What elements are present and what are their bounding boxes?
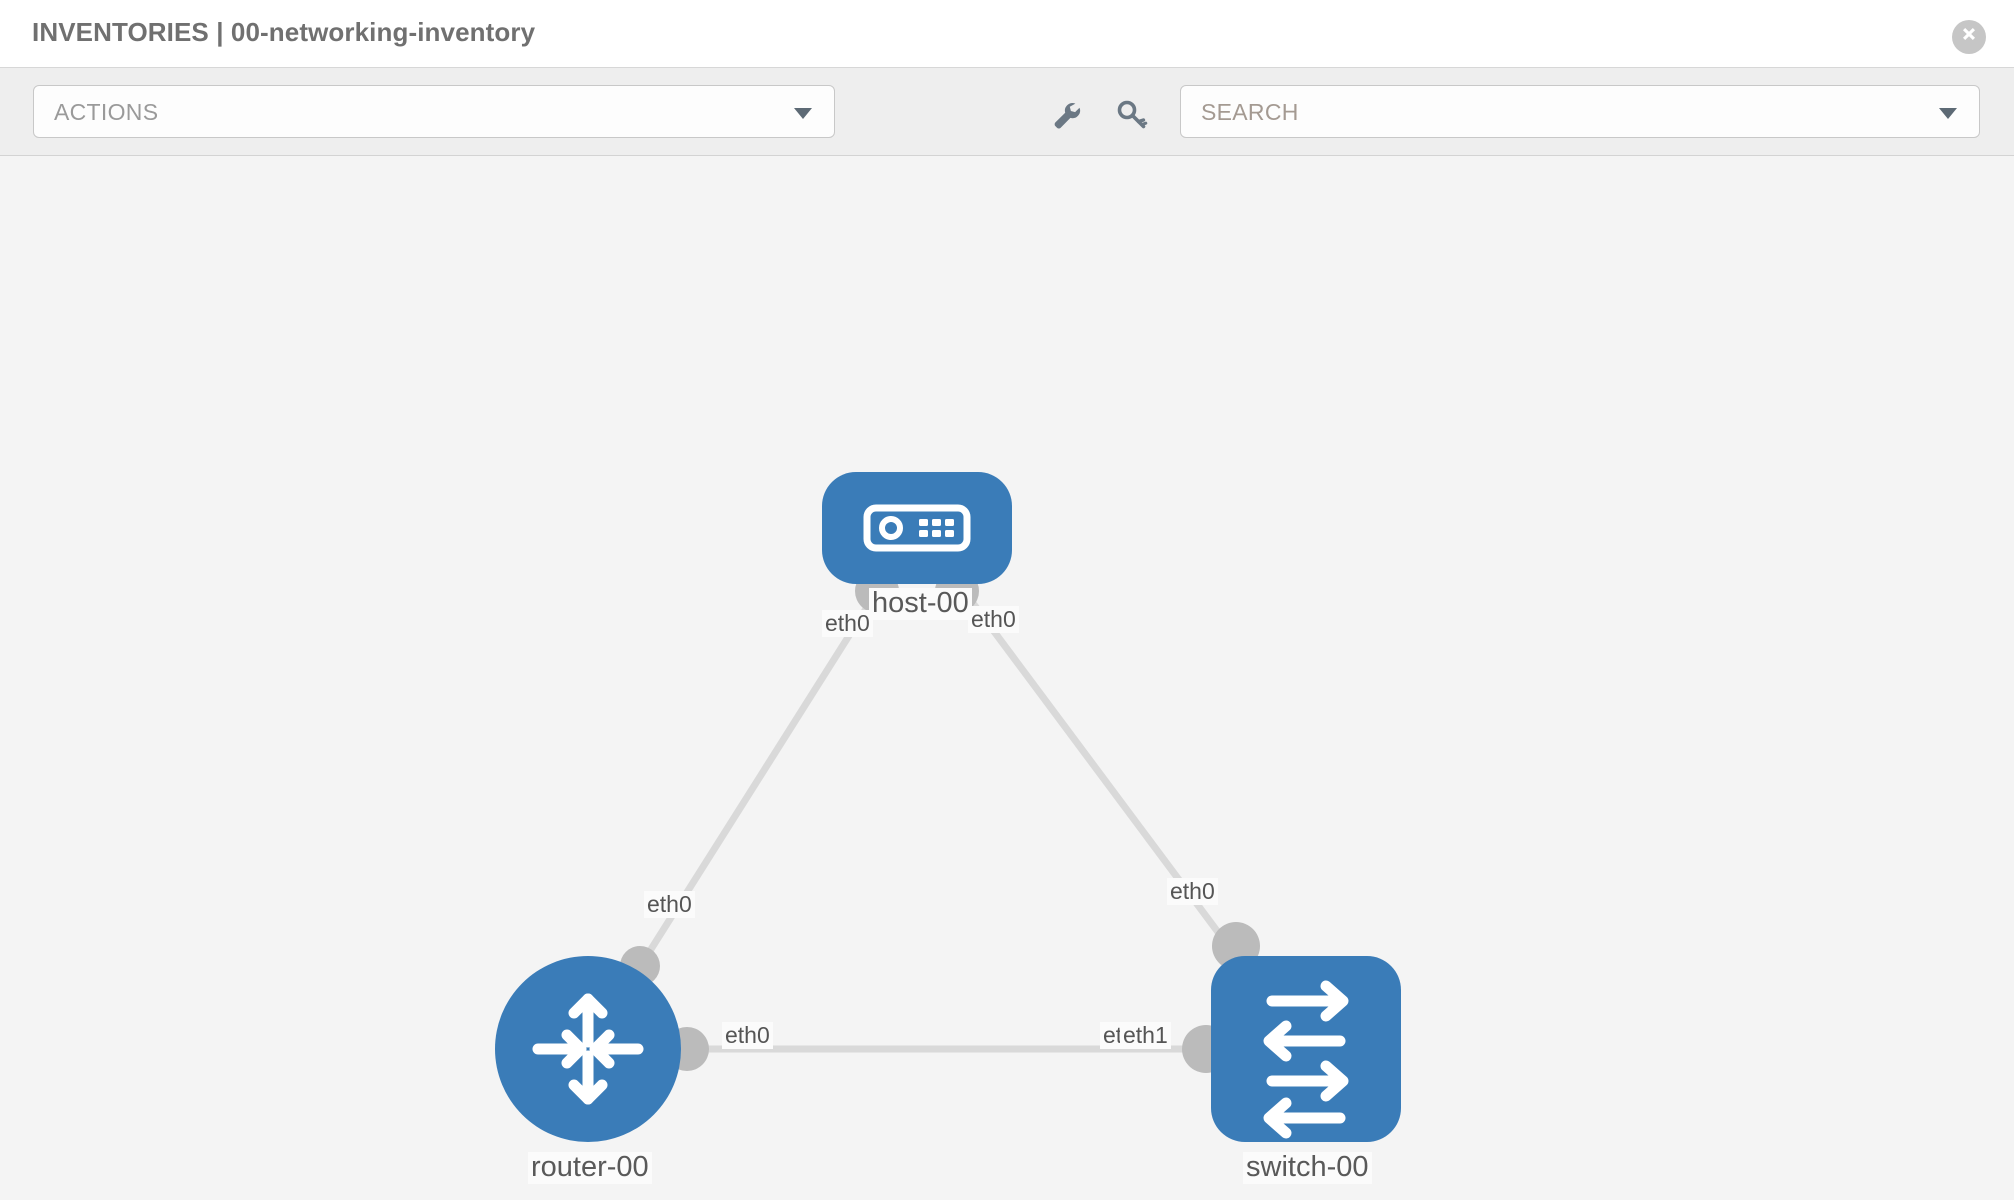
topology-canvas[interactable]: eth0 eth0 eth0 eth0 eth0 eth eth1 host-0… bbox=[0, 156, 2014, 1200]
search-input[interactable]: SEARCH bbox=[1180, 85, 1980, 138]
node-label-switch-00: switch-00 bbox=[1243, 1151, 1372, 1184]
interface-label-switch00-up: eth0 bbox=[1167, 878, 1218, 906]
interface-label-router00-up: eth0 bbox=[644, 891, 695, 919]
toolbar: ACTIONS SEARCH bbox=[0, 68, 2014, 156]
actions-dropdown-label: ACTIONS bbox=[54, 99, 159, 125]
node-label-router-00: router-00 bbox=[528, 1151, 652, 1184]
topology-connectors bbox=[620, 569, 1260, 1073]
router-arrows-icon bbox=[532, 993, 644, 1105]
page-title: INVENTORIES | 00-networking-inventory bbox=[32, 17, 536, 47]
actions-dropdown[interactable]: ACTIONS bbox=[33, 85, 835, 138]
close-icon[interactable] bbox=[1952, 20, 1986, 54]
key-icon[interactable] bbox=[1112, 94, 1152, 134]
node-label-host-00: host-00 bbox=[869, 587, 972, 620]
switch-arrows-icon bbox=[1263, 980, 1349, 1139]
chevron-down-icon bbox=[794, 108, 812, 119]
interface-label-host00-right: eth0 bbox=[968, 606, 1019, 634]
interface-label-host00-left: eth0 bbox=[822, 610, 873, 638]
chevron-down-icon bbox=[1939, 108, 1957, 119]
node-host-00 bbox=[822, 472, 1012, 584]
topology-graph bbox=[495, 472, 1401, 1142]
interface-label-switch00-left: eth1 bbox=[1120, 1022, 1171, 1050]
node-switch-00 bbox=[1211, 956, 1401, 1142]
node-router-00 bbox=[495, 956, 681, 1142]
server-icon bbox=[863, 504, 971, 552]
wrench-icon[interactable] bbox=[1046, 94, 1086, 134]
title-bar: INVENTORIES | 00-networking-inventory bbox=[0, 0, 2014, 68]
interface-label-router00-right: eth0 bbox=[722, 1022, 773, 1050]
search-placeholder: SEARCH bbox=[1201, 99, 1299, 125]
